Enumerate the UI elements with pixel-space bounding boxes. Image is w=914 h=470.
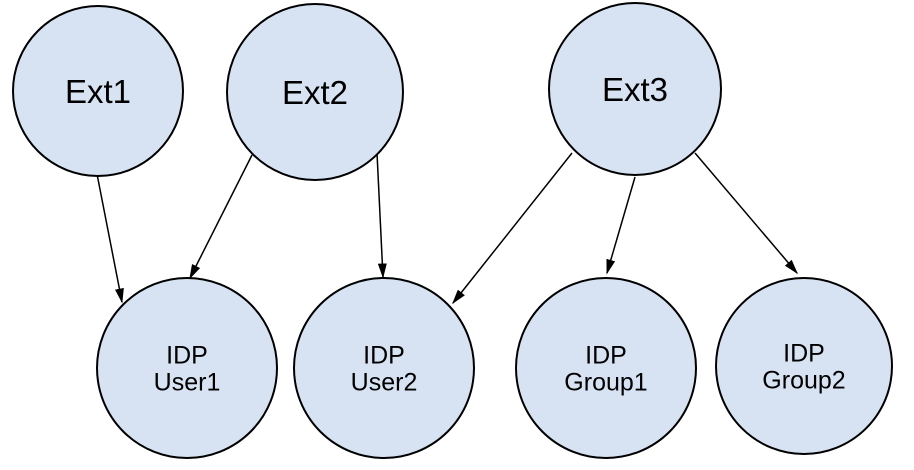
node-idp-group2-circle — [715, 277, 893, 455]
edge-ext3-to-idp-group2 — [694, 152, 798, 275]
node-ext1-label: Ext1 — [65, 73, 131, 110]
node-ext1-circle — [12, 5, 184, 177]
node-ext2-circle — [226, 3, 404, 181]
node-idp-user2-circle — [293, 277, 475, 459]
node-idp-group1-circle — [515, 277, 697, 459]
node-ext3: Ext3 — [548, 2, 722, 176]
edge-ext2-to-idp-user1 — [189, 154, 253, 280]
node-ext2: Ext2 — [226, 3, 404, 181]
node-idp-user1-circle — [96, 277, 278, 459]
node-ext3-label: Ext3 — [602, 71, 668, 108]
node-ext2-label: Ext2 — [282, 74, 348, 111]
edge-ext2-to-idp-user2 — [376, 152, 387, 279]
node-ext3-circle — [548, 2, 722, 176]
edges-layer — [96, 152, 798, 305]
edge-ext3-to-idp-user2 — [452, 152, 573, 305]
edge-ext1-to-idp-user1 — [96, 173, 124, 304]
edge-ext3-to-idp-group1 — [606, 176, 636, 275]
node-ext1: Ext1 — [12, 5, 184, 177]
